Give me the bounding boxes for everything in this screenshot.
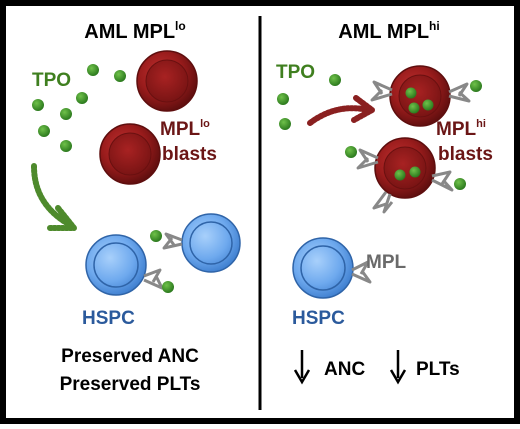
right-blast-superscript: hi [476, 118, 486, 130]
left-panel-title: AML MPLlo [84, 19, 185, 43]
left-tpo-arrow [31, 163, 77, 231]
right-outcome-plts: PLTs [416, 359, 460, 380]
left-outcome-plts: Preserved PLTs [60, 374, 201, 395]
mpl-receptor [448, 82, 471, 103]
right-tpo-arrow [307, 95, 375, 126]
tpo-dot [38, 125, 50, 137]
tpo-dot [394, 169, 406, 181]
right-hspc-cell [292, 237, 372, 299]
left-mpl-receptor-2 [143, 268, 174, 293]
tpo-dot [329, 74, 341, 86]
tpo-dot [454, 178, 466, 190]
right-blast-bound-tpo [345, 80, 482, 190]
right-blast-label-line2: blasts [438, 144, 493, 165]
tpo-dot [277, 93, 289, 105]
hspc-cell [292, 237, 354, 299]
mpl-receptor [356, 148, 379, 170]
tpo-dot [114, 70, 126, 82]
blast-cell-nucleus [145, 59, 189, 103]
tpo-dot [60, 108, 72, 120]
tpo-dot [405, 87, 417, 99]
left-title-superscript: lo [175, 19, 186, 33]
tpo-dot [422, 99, 434, 111]
left-tpo-label: TPO [32, 70, 71, 91]
left-panel: AML MPLlo TPO MPLlo blasts [31, 19, 241, 395]
tpo-dot [408, 102, 420, 114]
tpo-dot [162, 281, 174, 293]
blast-cell-nucleus [383, 146, 427, 190]
right-hspc-label: HSPC [292, 308, 345, 329]
tpo-dot [409, 166, 421, 178]
tpo-dot [32, 99, 44, 111]
hspc-cell-nucleus [93, 242, 139, 288]
tpo-dot [470, 80, 482, 92]
right-panel: AML MPLhi TPO [276, 19, 493, 385]
blast-cell-nucleus [108, 132, 152, 176]
right-tpo-dots [277, 74, 341, 130]
blast-cell-nucleus [398, 74, 442, 118]
right-blast-receptors [356, 80, 471, 214]
right-outcome-anc: ANC [324, 359, 365, 380]
right-outcome-anc-arrow [293, 350, 311, 385]
left-tpo-dots [32, 64, 126, 152]
right-mpl-label: MPL [366, 252, 407, 273]
right-blast-label: MPLhi [436, 118, 486, 140]
mpl-receptor [351, 260, 372, 284]
left-blast-label-line2: blasts [162, 144, 217, 165]
hspc-cell-nucleus [300, 245, 346, 291]
mpl-receptor [431, 170, 454, 192]
left-hspc-cells [85, 213, 241, 296]
hspc-cell [85, 234, 147, 296]
right-panel-title: AML MPLhi [338, 19, 439, 43]
left-blast-label: MPLlo [160, 118, 210, 140]
hspc-cell-nucleus [189, 221, 233, 265]
mpl-receptor [372, 191, 394, 214]
right-tpo-label: TPO [276, 62, 315, 83]
tpo-dot [60, 140, 72, 152]
right-title-superscript: hi [429, 19, 440, 33]
left-mpl-receptor-1 [150, 230, 183, 250]
tpo-dot [279, 118, 291, 130]
left-blast-superscript: lo [200, 118, 210, 130]
tpo-dot [345, 146, 357, 158]
right-outcome-plts-arrow [389, 350, 407, 385]
tpo-dot [76, 92, 88, 104]
left-blast-cells [99, 50, 198, 185]
left-hspc-label: HSPC [82, 308, 135, 329]
tpo-dot [150, 230, 162, 242]
mpl-receptor [370, 80, 393, 102]
left-outcome-anc: Preserved ANC [61, 346, 199, 367]
tpo-dot [87, 64, 99, 76]
